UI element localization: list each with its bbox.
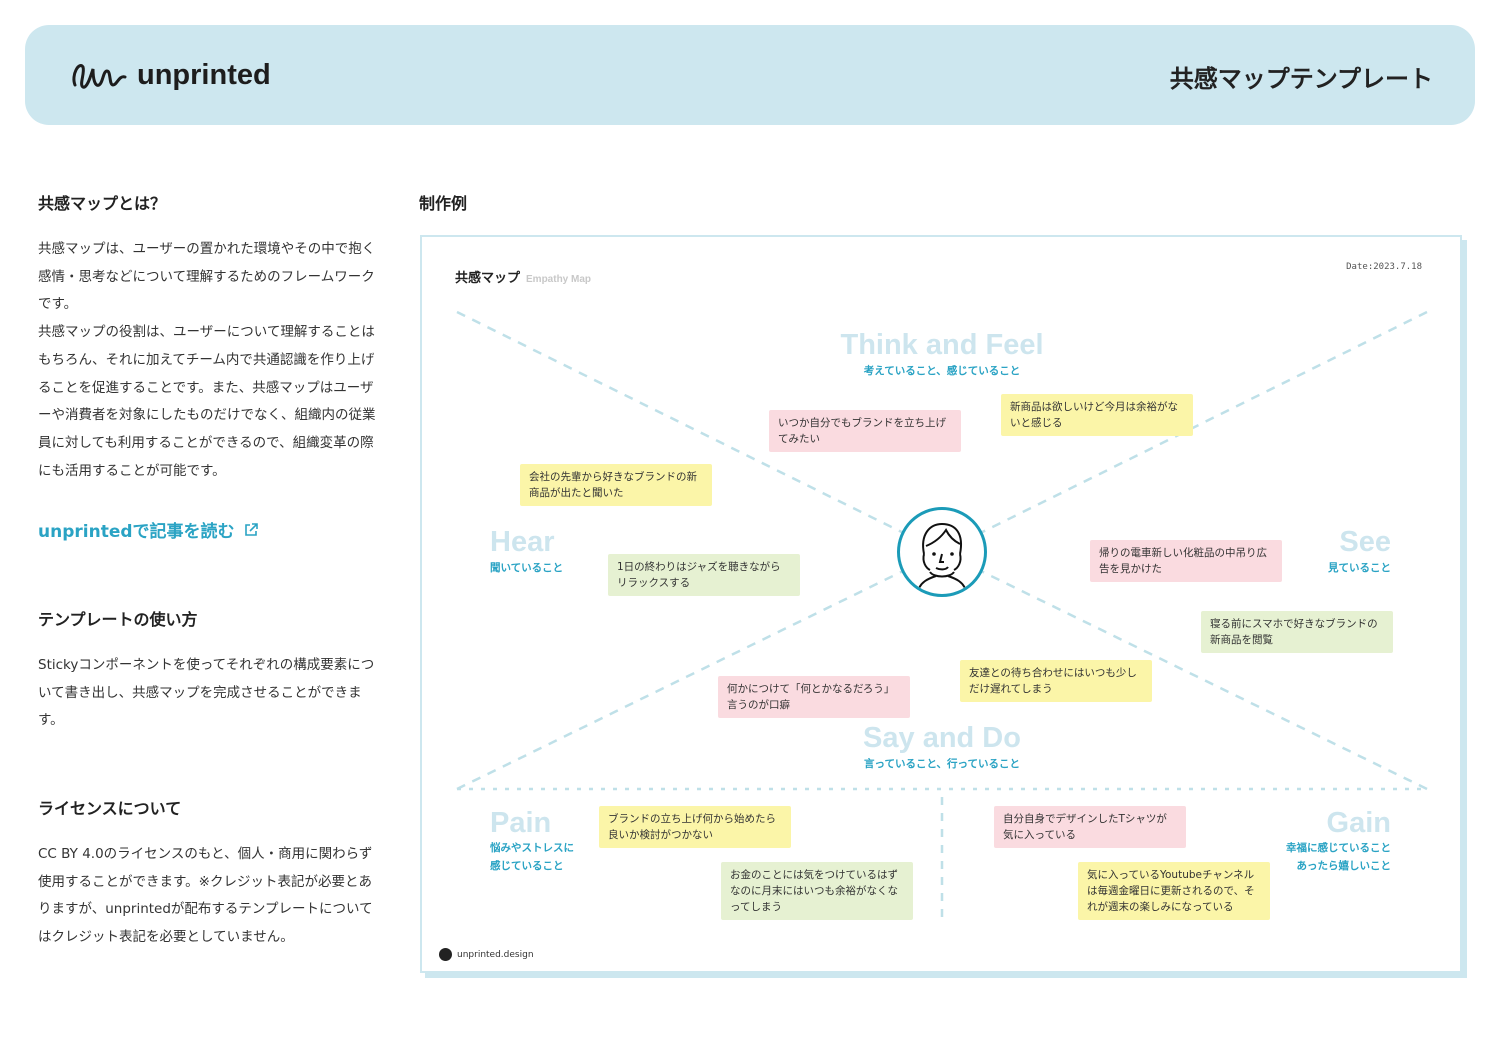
think-feel-title: Think and Feel bbox=[840, 329, 1044, 361]
usage-heading: テンプレートの使い方 bbox=[38, 610, 198, 629]
say-do-title: Say and Do bbox=[863, 722, 1021, 754]
map-title-en: Empathy Map bbox=[526, 274, 592, 285]
sticky-note[interactable]: 会社の先輩から好きなブランドの新商品が出たと聞いた bbox=[520, 464, 712, 506]
map-date: Date:2023.7.18 bbox=[1346, 262, 1422, 272]
sticky-note[interactable]: お金のことには気をつけているはずなのに月末にはいつも余裕がなくなってしまう bbox=[721, 862, 913, 920]
gain-title: Gain bbox=[1326, 807, 1391, 839]
sticky-note[interactable]: 自分自身でデザインしたTシャツが気に入っている bbox=[994, 806, 1186, 848]
sticky-note[interactable]: 何かにつけて「何とかなるだろう」言うのが口癖 bbox=[718, 676, 910, 718]
example-heading: 制作例 bbox=[419, 194, 468, 213]
license-body: CC BY 4.0のライセンスのもと、個人・商用に関わらず使用することができます… bbox=[38, 846, 373, 946]
sticky-note[interactable]: 1日の終わりはジャズを聴きながらリラックスする bbox=[608, 554, 800, 596]
sticky-note[interactable]: 寝る前にスマホで好きなブランドの新商品を閲覧 bbox=[1201, 611, 1393, 653]
sticky-note[interactable]: 友達との待ち合わせにはいつも少しだけ遅れてしまう bbox=[960, 660, 1152, 702]
read-article-link[interactable]: unprintedで記事を読む bbox=[38, 517, 259, 542]
see-sub: 見ていること bbox=[1328, 562, 1391, 574]
sticky-note[interactable]: いつか自分でもブランドを立ち上げてみたい bbox=[769, 410, 961, 452]
map-footer: unprinted.design bbox=[439, 948, 534, 961]
map-title-ja: 共感マップ bbox=[455, 271, 521, 286]
read-article-label: unprintedで記事を読む bbox=[38, 522, 235, 542]
about-body: 共感マップは、ユーザーの置かれた環境やその中で抱く感情・思考などについて理解する… bbox=[38, 241, 376, 479]
empathy-map-card: 共感マップ Empathy Map Date:2023.7.18 Think an… bbox=[420, 235, 1462, 973]
hear-title: Hear bbox=[490, 526, 555, 558]
header-banner: unprinted 共感マップテンプレート bbox=[25, 25, 1475, 125]
pain-sub: 悩みやストレスに 感じていること bbox=[490, 842, 574, 872]
unprinted-logo-icon bbox=[72, 64, 127, 89]
logo[interactable]: unprinted bbox=[69, 55, 271, 95]
persona-avatar-icon bbox=[897, 507, 987, 597]
sticky-note[interactable]: 新商品は欲しいけど今月は余裕がないと感じる bbox=[1001, 394, 1193, 436]
footer-domain: unprinted.design bbox=[457, 949, 534, 960]
external-link-icon bbox=[244, 522, 258, 536]
about-section: 共感マップとは？ 共感マップは、ユーザーの置かれた環境やその中で抱く感情・思考な… bbox=[38, 190, 378, 485]
sticky-note[interactable]: 気に入っているYoutubeチャンネルは毎週金曜日に更新されるので、それが週末の… bbox=[1078, 862, 1270, 920]
see-title: See bbox=[1339, 526, 1391, 558]
hear-sub: 聞いていること bbox=[490, 562, 564, 574]
map-title: 共感マップ Empathy Map bbox=[455, 267, 591, 286]
unprinted-mark-icon bbox=[439, 948, 452, 961]
say-do-sub: 言っていること、行っていること bbox=[863, 758, 1021, 770]
usage-body: Stickyコンポーネントを使ってそれぞれの構成要素について書き出し、共感マップ… bbox=[38, 657, 375, 729]
think-feel-sub: 考えていること、感じていること bbox=[863, 365, 1021, 377]
about-heading: 共感マップとは？ bbox=[38, 194, 167, 213]
gain-sub: 幸福に感じていること あったら嬉しいこと bbox=[1286, 842, 1391, 872]
map-divider-lines bbox=[456, 310, 1428, 917]
page-title: 共感マップテンプレート bbox=[1169, 65, 1433, 93]
license-heading: ライセンスについて bbox=[38, 799, 182, 818]
sticky-note[interactable]: ブランドの立ち上げ何から始めたら良いか検討がつかない bbox=[599, 806, 791, 848]
usage-section: テンプレートの使い方 Stickyコンポーネントを使ってそれぞれの構成要素につい… bbox=[38, 606, 378, 735]
pain-title: Pain bbox=[490, 807, 552, 839]
license-section: ライセンスについて CC BY 4.0のライセンスのもと、個人・商用に関わらず使… bbox=[38, 795, 378, 952]
sticky-note[interactable]: 帰りの電車新しい化粧品の中吊り広告を見かけた bbox=[1090, 540, 1282, 582]
logo-text: unprinted bbox=[137, 58, 271, 91]
